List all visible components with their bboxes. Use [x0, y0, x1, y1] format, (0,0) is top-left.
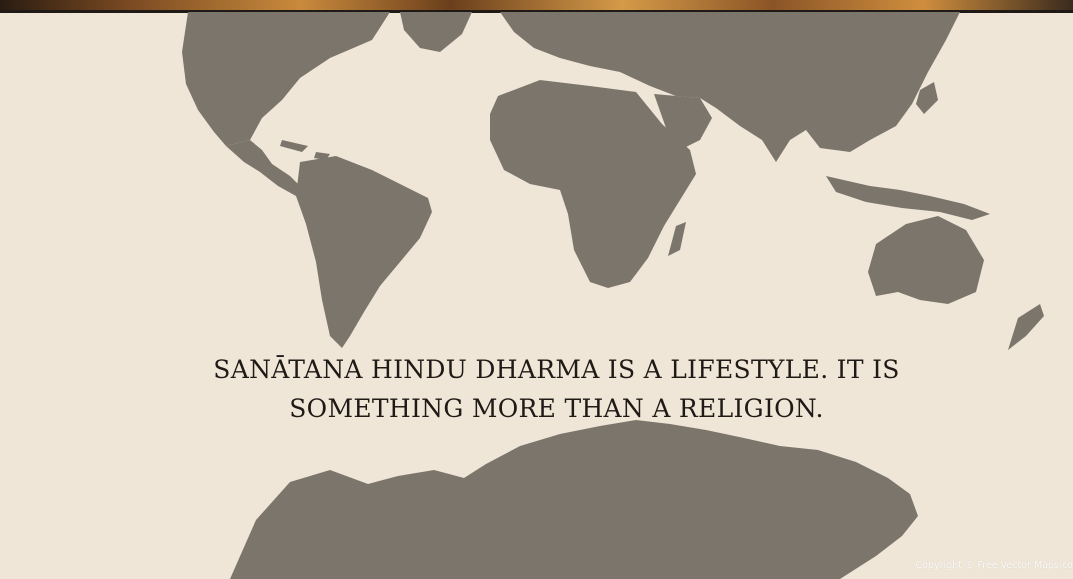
map-caption: SANĀTANA HINDU DHARMA IS A LIFESTYLE. IT… — [150, 350, 963, 428]
caption-line-1: SANĀTANA HINDU DHARMA IS A LIFESTYLE. IT… — [213, 355, 900, 384]
arabian-peninsula — [654, 94, 712, 150]
madagascar — [668, 222, 686, 256]
top-image-strip — [0, 0, 1073, 13]
japan — [916, 82, 938, 114]
antarctica — [230, 420, 918, 579]
map-copyright: Copyright © Free Vector Maps.co — [915, 560, 1073, 571]
eurasia — [500, 12, 960, 162]
caribbean-islands — [280, 140, 330, 160]
australia — [868, 216, 984, 304]
caption-line-2: SOMETHING MORE THAN A RELIGION. — [289, 394, 824, 423]
central-america — [226, 140, 304, 196]
africa — [490, 80, 696, 288]
greenland — [400, 12, 472, 52]
south-america — [296, 156, 432, 348]
new-zealand — [1008, 304, 1044, 350]
north-america — [182, 12, 390, 146]
southeast-asia-islands — [826, 176, 990, 220]
